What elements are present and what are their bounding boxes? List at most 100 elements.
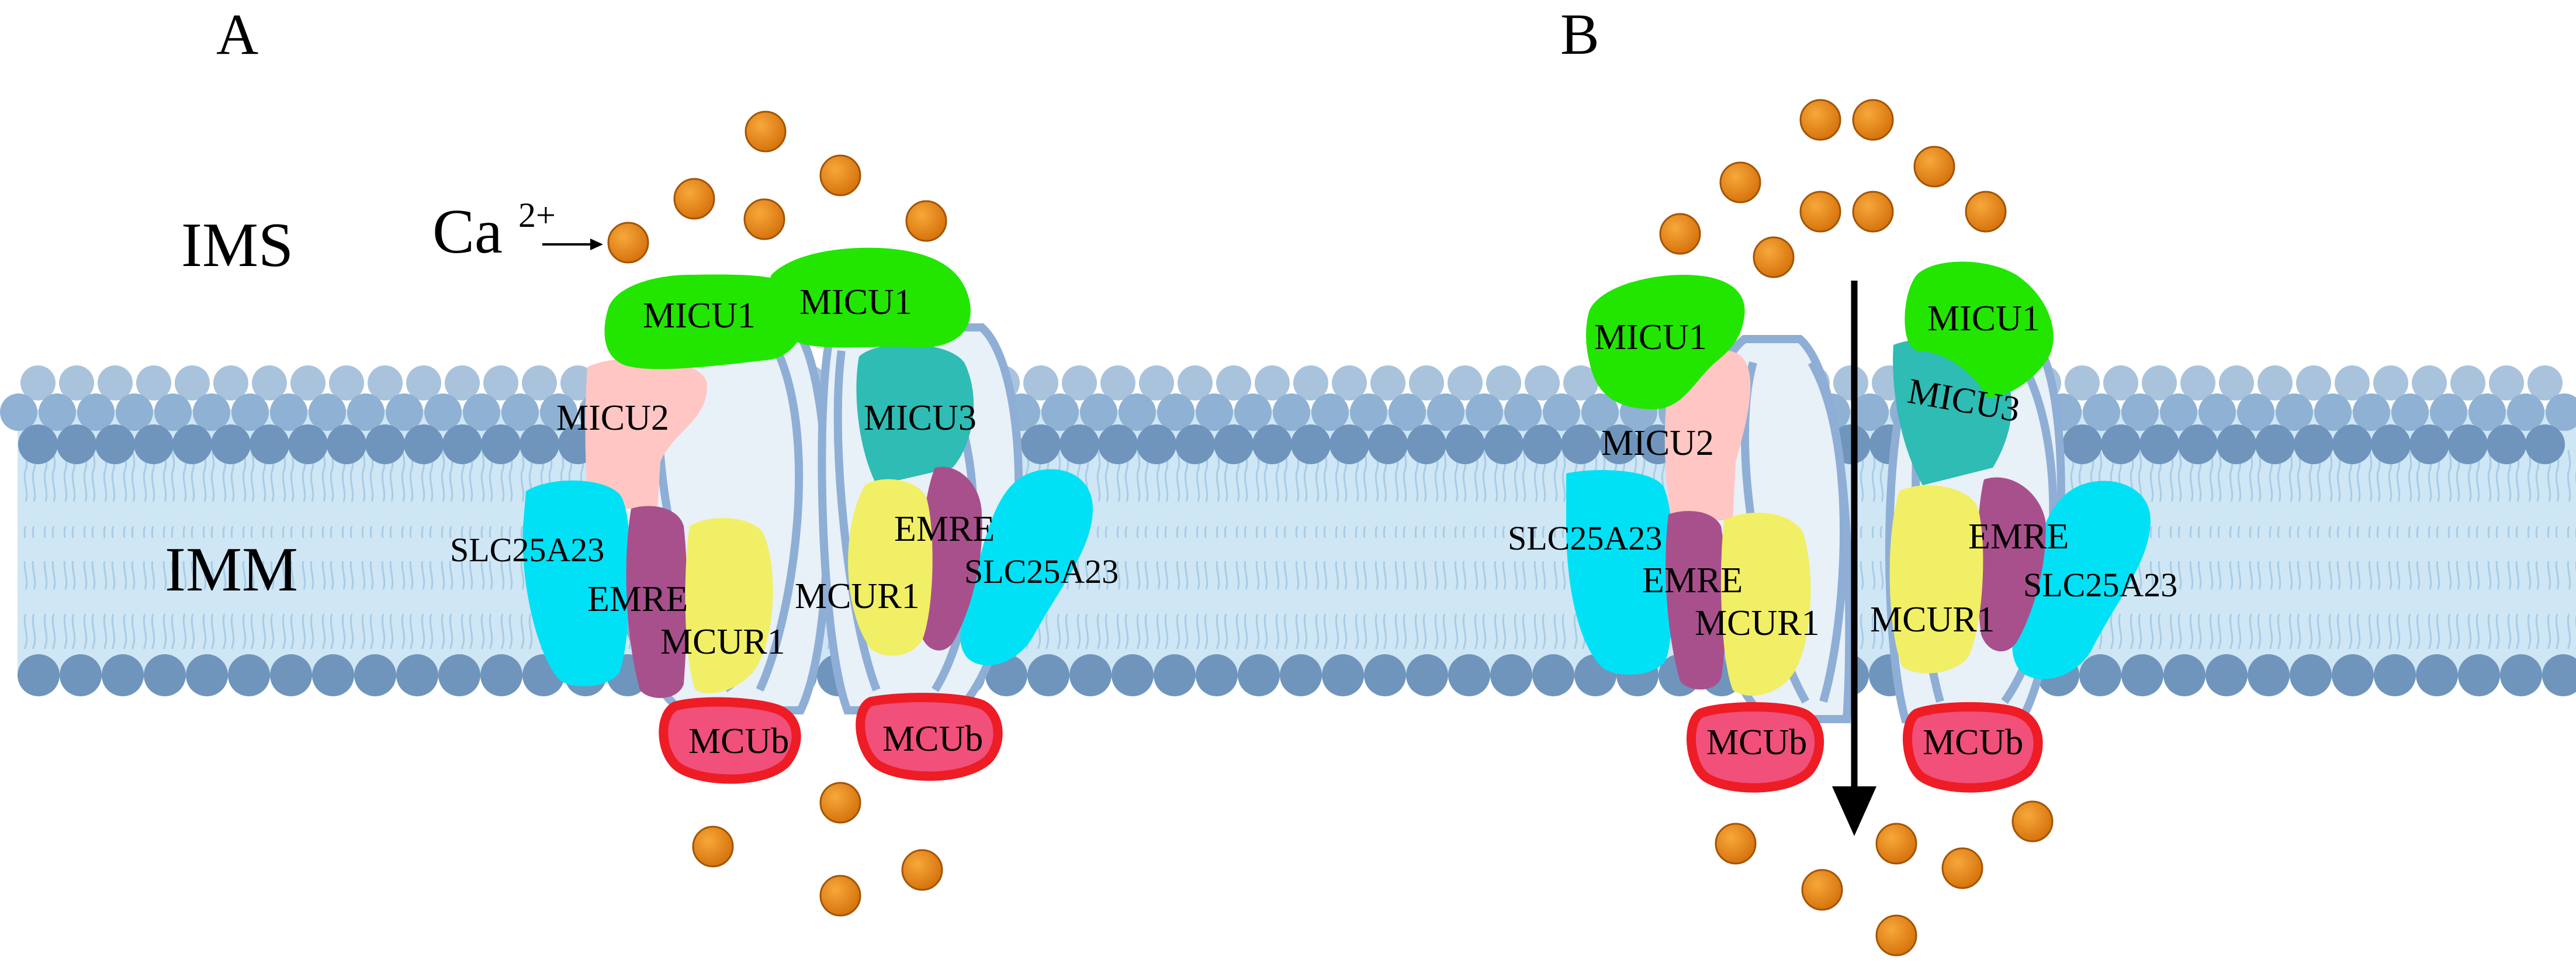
lipid-head: [406, 365, 441, 400]
lipid-head: [2101, 424, 2141, 464]
lipid-head: [1466, 393, 1503, 431]
lipid-head: [1322, 654, 1364, 696]
calcium-ion: [1801, 869, 1843, 911]
panel-b-mcur1-left-label: MCUR1: [1695, 603, 1820, 643]
panel-b-mcur1-left: [1721, 512, 1811, 696]
lipid-head: [116, 393, 153, 431]
lipid-head: [228, 654, 270, 696]
lipid-head: [2500, 654, 2542, 696]
calcium-ion: [1799, 191, 1841, 233]
lipid-head: [2335, 365, 2370, 400]
lipid-head: [2296, 365, 2331, 400]
panel-a-micu3-label: MICU3: [864, 398, 977, 438]
calcium-pointer-arrow: [542, 239, 603, 250]
panel-a-emre-right: [919, 467, 982, 651]
lipid-head: [1409, 365, 1444, 400]
lipid-head: [483, 365, 518, 400]
calcium-ion: [745, 110, 787, 153]
lipid-head: [0, 393, 37, 431]
panel-b-mcub-left-label: MCUb: [1706, 723, 1807, 762]
calcium-ions: [607, 99, 2054, 956]
calcium-symbol: Ca: [432, 197, 503, 267]
lipid-head: [288, 424, 328, 464]
lipid-head: [1027, 654, 1069, 696]
lipid-head: [134, 424, 174, 464]
panel-a-mcub-left: [659, 697, 801, 784]
panel-b-micu2-label: MICU2: [1601, 423, 1714, 463]
lipid-head: [1504, 393, 1542, 431]
panel-a-mcub-left-label: MCUb: [688, 721, 789, 761]
calcium-ion: [1852, 99, 1894, 141]
panel-b-mcub-right: [1903, 702, 2043, 793]
lipid-head: [2546, 393, 2576, 431]
lipid-head: [2450, 365, 2485, 400]
panel-a-slc25a23-right: [960, 469, 1093, 665]
lipid-head: [57, 424, 96, 464]
lipid-head: [1178, 365, 1213, 400]
lipid-head: [2180, 365, 2215, 400]
lipid-head: [1023, 365, 1058, 400]
panel-a-micu1-right-label: MICU1: [799, 282, 912, 322]
lipid-head: [136, 365, 171, 400]
lipid-head: [2294, 424, 2333, 464]
lipid-head: [252, 365, 287, 400]
lipid-head: [1543, 393, 1580, 431]
calcium-ion: [1852, 191, 1894, 233]
lipid-head: [1599, 424, 1639, 464]
lipid-head: [2198, 393, 2236, 431]
panel-b-mcub-left: [1687, 702, 1824, 793]
lipid-head: [2178, 424, 2218, 464]
lipid-head: [250, 424, 289, 464]
calcium-ion: [905, 200, 947, 242]
lipid-head: [2163, 654, 2205, 696]
lipid-head: [231, 393, 269, 431]
panel-b-slc25a23-right: [2012, 481, 2151, 679]
calcium-flux-arrow: [1832, 281, 1876, 836]
lipid-head: [1851, 393, 1889, 431]
lipid-head: [365, 424, 405, 464]
lipid-head: [1216, 365, 1251, 400]
panel-label-a: A: [216, 2, 258, 67]
lipid-head: [2416, 654, 2458, 696]
lipid-head: [1060, 424, 1099, 464]
lipid-head: [2458, 654, 2500, 696]
lipid-head: [985, 654, 1027, 696]
panel-a-slc-right-label: SLC25A23: [964, 552, 1119, 590]
panel-b-slc-left-label: SLC25A23: [1508, 519, 1662, 557]
panel-b-slc25a23-left: [1566, 470, 1674, 675]
lipid-head: [2507, 393, 2544, 431]
lipid-head: [211, 424, 251, 464]
lipid-head: [1484, 424, 1524, 464]
lipid-head: [2525, 424, 2565, 464]
lipid-head: [1389, 393, 1426, 431]
lipid-head: [193, 393, 230, 431]
lipid-head: [445, 365, 480, 400]
panel-a-slc-left-label: SLC25A23: [450, 531, 604, 569]
lipid-head: [1490, 654, 1532, 696]
lipid-head: [172, 424, 212, 464]
panel-a-emre-left: [626, 506, 687, 698]
calcium-ion: [1875, 823, 1917, 865]
lipid-head: [1157, 393, 1194, 431]
panel-b-emre-left: [1666, 511, 1727, 690]
lipid-head: [95, 424, 135, 464]
panel-a-micu2-label: MICU2: [556, 398, 669, 438]
lipid-head: [1154, 654, 1196, 696]
calcium-ion: [819, 875, 861, 917]
lipid-head: [1238, 654, 1280, 696]
lipid-head: [2276, 393, 2313, 431]
calcium-ion: [1941, 847, 1983, 889]
lipid-head: [2487, 424, 2526, 464]
panel-a-mcur1-left: [685, 518, 773, 693]
calcium-ion: [692, 826, 734, 868]
lipid-head: [1098, 424, 1138, 464]
panel-b-micu1-left: [1586, 275, 1745, 409]
lipid-head: [2332, 424, 2372, 464]
panel-b-mcur1-right: [1889, 485, 1983, 674]
lipid-head: [20, 365, 56, 400]
panel-b-micu1-right-label: MICU1: [1927, 299, 2040, 339]
lipid-head: [270, 393, 307, 431]
lipid-head: [270, 654, 312, 696]
panel-a-slc25a23-left: [522, 480, 631, 686]
lipid-head: [175, 365, 210, 400]
